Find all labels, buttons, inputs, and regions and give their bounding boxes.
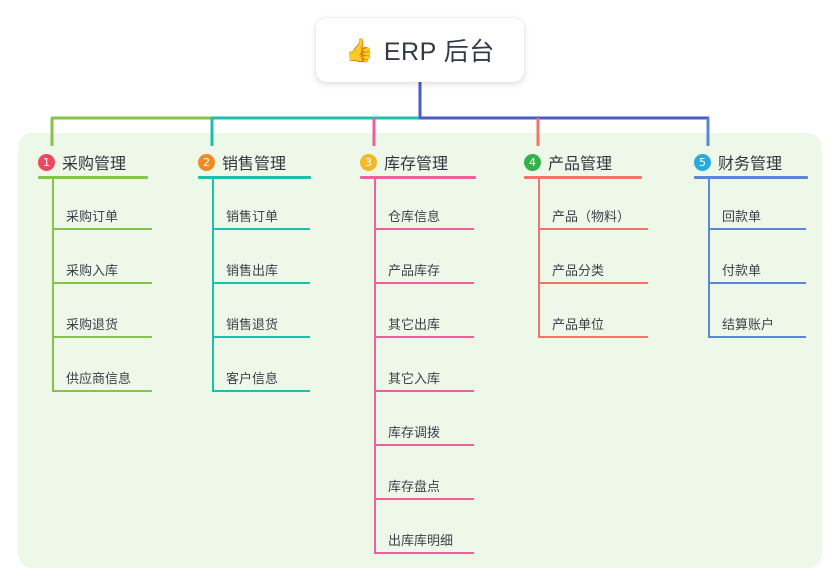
- branch-rule-1: [38, 176, 148, 179]
- branch-item-label: 采购退货: [66, 317, 119, 332]
- branch-item-label: 结算账户: [722, 317, 775, 332]
- root-node[interactable]: 👍 ERP 后台: [316, 18, 524, 82]
- thumbs-up-icon: 👍: [345, 36, 374, 63]
- branch-item-label: 其它入库: [388, 371, 441, 386]
- branch-item-label: 采购订单: [66, 209, 119, 224]
- branch-rule-3: [360, 176, 476, 179]
- branch-badge-1: 1: [38, 153, 55, 171]
- branch-item[interactable]: 销售订单: [212, 204, 310, 230]
- diagram-panel: [18, 133, 822, 568]
- branch-rule-2: [198, 176, 311, 179]
- branch-item-rule: [212, 282, 310, 284]
- branch-item-label: 产品库存: [388, 263, 441, 278]
- branch-item-rule: [374, 552, 474, 554]
- branch-spine-4: [538, 176, 540, 338]
- branch-item[interactable]: 销售出库: [212, 258, 310, 284]
- branch-item-label: 采购入库: [66, 263, 119, 278]
- branch-item-rule: [538, 282, 648, 284]
- branch-title-5: 财务管理: [718, 156, 783, 173]
- branch-item-label: 其它出库: [388, 317, 441, 332]
- branch-rule-4: [524, 176, 642, 179]
- branch-item[interactable]: 出库库明细: [374, 528, 474, 554]
- branch-item-label: 销售订单: [226, 209, 279, 224]
- branch-item-label: 销售退货: [226, 317, 279, 332]
- branch-item[interactable]: 其它入库: [374, 366, 474, 392]
- branch-item-rule: [708, 228, 806, 230]
- branch-item-label: 回款单: [722, 209, 762, 224]
- branch-badge-4: 4: [524, 153, 541, 171]
- branch-item-label: 出库库明细: [388, 533, 454, 548]
- branch-badge-5: 5: [694, 153, 711, 171]
- branch-item[interactable]: 采购退货: [52, 312, 152, 338]
- branch-item[interactable]: 结算账户: [708, 312, 806, 338]
- branch-item[interactable]: 产品单位: [538, 312, 648, 338]
- branch-item-rule: [374, 498, 474, 500]
- branch-item-label: 供应商信息: [66, 371, 132, 386]
- branch-item-rule: [374, 444, 474, 446]
- branch-item[interactable]: 产品库存: [374, 258, 474, 284]
- branch-item-label: 仓库信息: [388, 209, 441, 224]
- root-title: ERP 后台: [383, 38, 495, 66]
- branch-header-2[interactable]: 2 销售管理: [198, 150, 286, 174]
- branch-header-3[interactable]: 3 库存管理: [360, 150, 448, 174]
- branch-spine-2: [212, 176, 214, 392]
- branch-item[interactable]: 库存盘点: [374, 474, 474, 500]
- branch-item-rule: [52, 390, 152, 392]
- branch-item-label: 客户信息: [226, 371, 279, 386]
- branch-item[interactable]: 产品分类: [538, 258, 648, 284]
- branch-item-label: 产品分类: [552, 263, 605, 278]
- branch-item[interactable]: 仓库信息: [374, 204, 474, 230]
- branch-item[interactable]: 回款单: [708, 204, 806, 230]
- branch-item-rule: [538, 228, 648, 230]
- branch-item-rule: [52, 228, 152, 230]
- branch-item-label: 销售出库: [226, 263, 279, 278]
- branch-item-label: 库存盘点: [388, 479, 441, 494]
- branch-header-1[interactable]: 1 采购管理: [38, 150, 126, 174]
- branch-item-rule: [538, 336, 648, 338]
- branch-item[interactable]: 产品（物料）: [538, 204, 648, 230]
- branch-item-label: 库存调拨: [388, 425, 441, 440]
- branch-title-1: 采购管理: [62, 156, 127, 173]
- branch-item-rule: [374, 336, 474, 338]
- branch-rule-5: [694, 176, 808, 179]
- branch-item[interactable]: 销售退货: [212, 312, 310, 338]
- branch-item-rule: [52, 282, 152, 284]
- branch-item-rule: [52, 336, 152, 338]
- branch-header-4[interactable]: 4 产品管理: [524, 150, 612, 174]
- branch-title-2: 销售管理: [222, 156, 287, 173]
- branch-item-rule: [374, 282, 474, 284]
- branch-header-5[interactable]: 5 财务管理: [694, 150, 782, 174]
- branch-item-rule: [212, 390, 310, 392]
- branch-item-rule: [212, 336, 310, 338]
- branch-item-label: 付款单: [722, 263, 762, 278]
- branch-item-rule: [708, 282, 806, 284]
- branch-item-rule: [374, 228, 474, 230]
- branch-spine-5: [708, 176, 710, 338]
- branch-item[interactable]: 付款单: [708, 258, 806, 284]
- branch-badge-2: 2: [198, 153, 215, 171]
- branch-item[interactable]: 其它出库: [374, 312, 474, 338]
- branch-item-rule: [374, 390, 474, 392]
- branch-spine-1: [52, 176, 54, 392]
- branch-item-label: 产品（物料）: [552, 209, 631, 224]
- branch-badge-3: 3: [360, 153, 377, 171]
- branch-item-rule: [708, 336, 806, 338]
- branch-item[interactable]: 客户信息: [212, 366, 310, 392]
- branch-item[interactable]: 库存调拨: [374, 420, 474, 446]
- branch-item[interactable]: 采购订单: [52, 204, 152, 230]
- branch-item-rule: [212, 228, 310, 230]
- branch-item[interactable]: 供应商信息: [52, 366, 152, 392]
- branch-item-label: 产品单位: [552, 317, 605, 332]
- branch-spine-3: [374, 176, 376, 554]
- branch-title-4: 产品管理: [548, 156, 613, 173]
- branch-item[interactable]: 采购入库: [52, 258, 152, 284]
- branch-title-3: 库存管理: [384, 156, 449, 173]
